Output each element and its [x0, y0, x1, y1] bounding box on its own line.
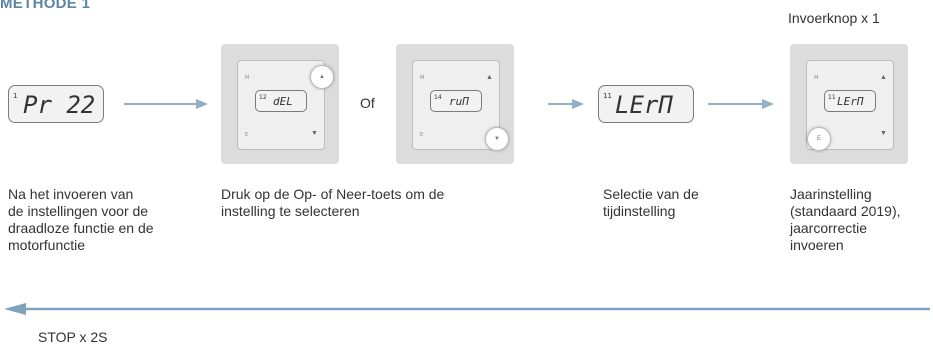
arrow-left-icon	[4, 303, 930, 315]
caption-line: Na het invoeren van	[8, 186, 134, 202]
or-label: Of	[360, 95, 375, 111]
down-arrow-icon: ▼	[494, 136, 500, 142]
device-panel-enter: M ▲ ▼ 11 LErП E	[790, 44, 908, 164]
e-label: E	[816, 136, 821, 142]
arrow-right-icon	[124, 99, 208, 109]
caption-line: invoeren	[790, 237, 844, 253]
down-arrow-icon: ▼	[311, 130, 318, 137]
lcd-text: Pr 22	[23, 91, 96, 119]
up-arrow-icon: ▲	[880, 74, 887, 81]
caption-line: (standaard 2019),	[790, 203, 901, 219]
device-inner: M E ▲ 14 ruП	[412, 60, 500, 150]
caption-line: jaarcorrectie	[790, 220, 868, 236]
caption-line: draadloze functie en de	[8, 220, 154, 236]
down-arrow-icon: ▼	[880, 130, 887, 137]
lcd-text: dEL	[273, 95, 293, 108]
lcd-text: LErП	[615, 91, 673, 119]
enter-button-highlight[interactable]: E	[807, 127, 831, 151]
caption-line: Jaarinstelling	[790, 186, 872, 202]
lcd-index: 11	[828, 94, 836, 101]
caption-step2: Druk op de Op- of Neer-toets om de inste…	[221, 186, 541, 220]
up-arrow-icon: ▲	[319, 74, 325, 80]
lcd-index: 11	[603, 92, 612, 100]
m-label: M	[420, 75, 425, 81]
caption-line: tijdinstelling	[603, 203, 676, 219]
device-panel-up: M E ▼ 12 dEL ▲	[221, 44, 339, 164]
up-arrow-icon: ▲	[486, 74, 493, 81]
caption-line: motorfunctie	[8, 237, 86, 253]
m-label: M	[245, 75, 250, 81]
lcd-display-step1: 1 Pr 22	[8, 85, 104, 123]
e-label: E	[245, 132, 249, 138]
lcd-text: ruП	[449, 95, 469, 108]
caption-line: Selectie van de	[603, 186, 699, 202]
up-button-highlight[interactable]: ▲	[310, 65, 334, 89]
lcd-display-step4: 11 LErП	[598, 85, 694, 123]
arrow-right-icon	[548, 99, 584, 109]
arrow-right-icon	[708, 99, 774, 109]
device-lcd: 11 LErП	[824, 90, 876, 112]
lcd-index: 12	[259, 94, 267, 101]
m-label: M	[814, 75, 819, 81]
caption-line: de instellingen voor de	[8, 203, 149, 219]
caption-line: instelling te selecteren	[221, 203, 360, 219]
device-lcd: 12 dEL	[255, 90, 307, 112]
device-panel-down: M E ▲ 14 ruП ▼	[396, 44, 514, 164]
method-heading: METHODE 1	[0, 0, 91, 12]
down-button-highlight[interactable]: ▼	[485, 127, 509, 151]
lcd-index: 1	[13, 92, 18, 100]
caption-step5: Jaarinstelling (standaard 2019), jaarcor…	[790, 186, 930, 254]
lcd-index: 14	[434, 94, 442, 101]
stop-label: STOP x 2S	[38, 329, 108, 345]
device-lcd: 14 ruП	[430, 90, 482, 112]
e-label: E	[420, 132, 424, 138]
enter-button-label: Invoerknop x 1	[788, 10, 880, 26]
caption-step4: Selectie van de tijdinstelling	[603, 186, 763, 220]
lcd-text: LErП	[837, 95, 864, 108]
caption-line: Druk op de Op- of Neer-toets om de	[221, 186, 445, 202]
caption-step1: Na het invoeren van de instellingen voor…	[8, 186, 208, 254]
